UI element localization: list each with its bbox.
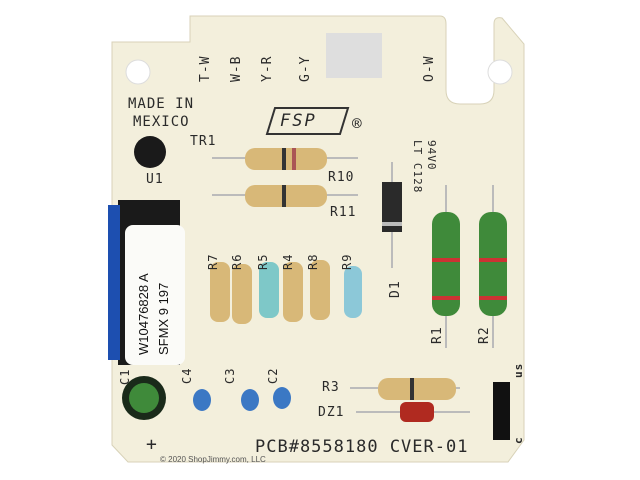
- capacitor-c4: [193, 389, 211, 411]
- cert-c: c: [512, 436, 525, 444]
- label-r7: R7: [206, 253, 220, 270]
- label-dz1: DZ1: [318, 405, 345, 420]
- fsp-logo: FSP: [280, 111, 317, 131]
- resistor-r5: [259, 262, 279, 318]
- rating-94v0: 94V0: [425, 140, 438, 171]
- label-d1: D1: [388, 280, 403, 298]
- connector-label-tw: T-W: [198, 55, 213, 82]
- made-in-line1: MADE IN: [128, 96, 195, 112]
- chip-code: SFMX 9 197: [156, 282, 171, 355]
- capacitor-c2: [273, 387, 291, 409]
- resistor-r8: [310, 260, 330, 320]
- resistor-r11: [212, 185, 358, 207]
- resistor-r10: [212, 148, 358, 170]
- label-c3: C3: [223, 367, 237, 384]
- zener-dz1: [356, 402, 470, 422]
- resistor-r1: [432, 185, 460, 348]
- label-r5: R5: [256, 253, 270, 270]
- transistor: [134, 136, 166, 168]
- registered-mark: ®: [352, 114, 363, 133]
- label-c1: C1: [118, 368, 132, 385]
- label-r1: R1: [430, 326, 445, 344]
- capacitor-c3: [241, 389, 259, 411]
- copyright: © 2020 ShopJimmy.com, LLC: [160, 455, 266, 464]
- label-r9: R9: [340, 253, 354, 270]
- rating-lt-c128: LT C128: [411, 140, 424, 194]
- made-in-line2: MEXICO: [133, 114, 190, 130]
- label-r2: R2: [477, 326, 492, 344]
- resistor-r3: [350, 378, 460, 400]
- label-c2: C2: [266, 367, 280, 384]
- plus-mark: +: [146, 434, 158, 455]
- connector-label-yr: Y-R: [260, 55, 275, 82]
- blank-label: [326, 33, 382, 78]
- resistor-r4: [283, 262, 303, 322]
- resistor-r2: [479, 185, 507, 348]
- diode-d1: [382, 162, 402, 268]
- label-r6: R6: [230, 253, 244, 270]
- resistor-r9: [344, 266, 362, 318]
- cert-us: us: [512, 362, 525, 378]
- label-r10: R10: [328, 170, 355, 185]
- connector-label-ow: O-W: [422, 55, 437, 82]
- label-r8: R8: [306, 253, 320, 270]
- pcb-number: PCB#8558180 CVER-01: [255, 437, 469, 457]
- resistor-r7: [210, 262, 230, 322]
- chip-part-number: W10476828 A: [136, 273, 151, 355]
- connector-label-wb: W-B: [229, 55, 244, 82]
- connector-label-gy: G-Y: [298, 55, 313, 82]
- label-tr1: TR1: [190, 134, 217, 149]
- label-r4: R4: [281, 253, 295, 270]
- mount-hole: [125, 59, 151, 85]
- resistor-r6: [232, 264, 252, 324]
- label-r3: R3: [322, 380, 340, 395]
- ul-logo: [493, 382, 510, 440]
- chip-label: [125, 225, 185, 365]
- label-u1: U1: [146, 172, 164, 187]
- label-c4: C4: [180, 367, 194, 384]
- mount-hole: [487, 59, 513, 85]
- label-r11: R11: [330, 205, 357, 220]
